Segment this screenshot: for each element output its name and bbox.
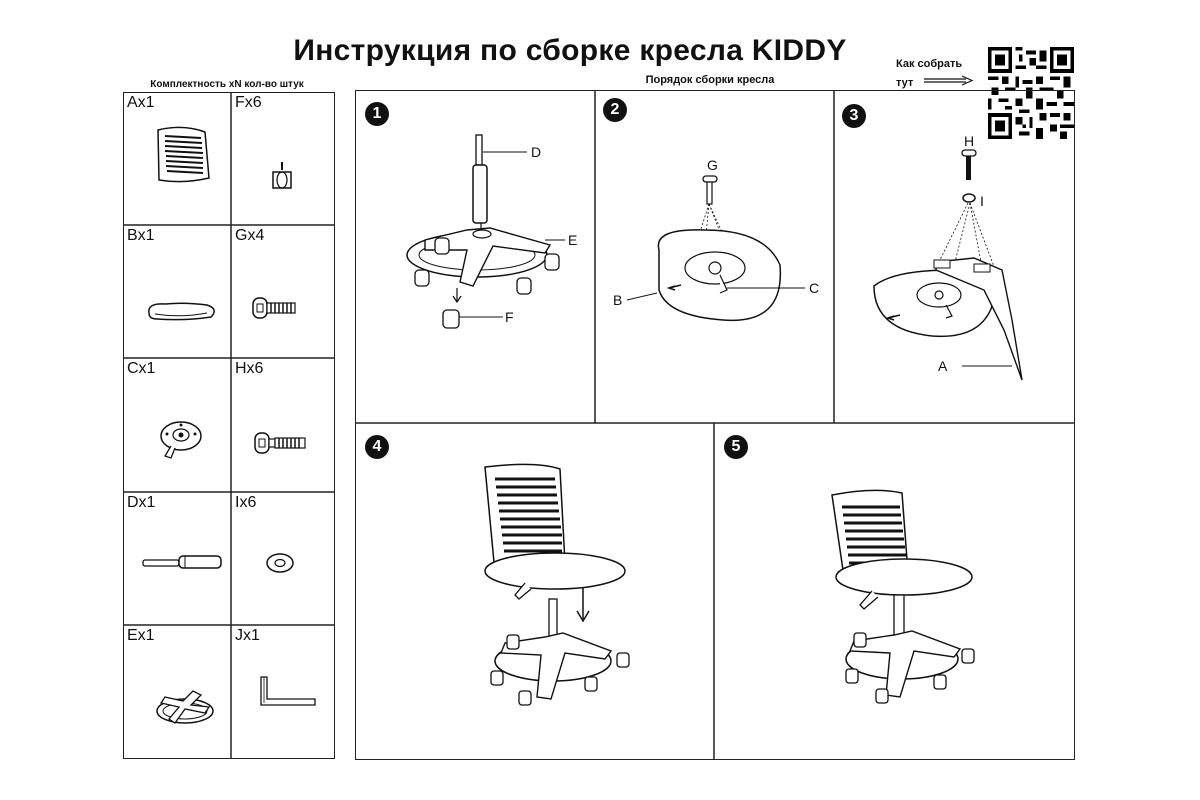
part-cell-i: Ix6 (231, 492, 335, 625)
part-label: Dx1 (127, 494, 156, 511)
part-label: Ex1 (127, 627, 155, 644)
part-cell-c: Cx1 (123, 358, 231, 492)
callout-d: D (531, 144, 541, 160)
long-bolt-icon (254, 432, 306, 454)
qr-hint-line2: тут (896, 74, 974, 93)
callout-g: G (707, 157, 718, 173)
mechanism-plate-icon (160, 421, 202, 459)
qr-code-icon[interactable] (988, 47, 1074, 139)
callout-i: I (980, 193, 984, 209)
step-5-panel: 5 (714, 423, 1075, 760)
part-label: Cx1 (127, 360, 156, 377)
step-number: 3 (842, 104, 866, 128)
part-cell-j: Jx1 (231, 625, 335, 759)
step-4-panel: 4 (355, 423, 714, 760)
part-label: Bx1 (127, 227, 155, 244)
callout-e: E (568, 232, 577, 248)
part-label: Hx6 (235, 360, 264, 377)
callout-f: F (505, 309, 514, 325)
arrow-right-icon (924, 75, 974, 86)
parts-list-caption: Комплектность xN кол-во штук (150, 79, 304, 90)
step-1-panel: 1 D E F (355, 90, 595, 423)
assembly-grid (355, 90, 1075, 760)
part-label: Fx6 (235, 94, 262, 111)
caster-icon (272, 162, 292, 189)
part-label: Ix6 (235, 494, 257, 511)
parts-grid-lines (123, 92, 335, 759)
step-2-panel: 2 G C B (595, 90, 834, 423)
step-number: 5 (724, 435, 748, 459)
step-3-illustration: H I A (873, 133, 1023, 381)
assembly-grid-lines (355, 90, 1075, 760)
step-number: 1 (365, 102, 389, 126)
hex-key-icon (260, 676, 316, 706)
qr-hint-line1: Как собрать (896, 58, 963, 70)
part-cell-f: Fx6 (231, 92, 335, 225)
page-title: Инструкция по сборке кресла KIDDY (293, 34, 847, 67)
part-cell-h: Hx6 (231, 358, 335, 492)
part-cell-b: Bx1 (123, 225, 231, 358)
parts-grid (123, 92, 335, 759)
step-number: 2 (603, 98, 627, 122)
part-cell-g: Gx4 (231, 225, 335, 358)
callout-b: B (613, 292, 622, 308)
assembly-order-caption: Порядок сборки кресла (645, 74, 775, 86)
callout-h: H (964, 133, 974, 149)
callout-a: A (938, 358, 948, 374)
callout-c: C (809, 280, 819, 296)
part-cell-e: Ex1 (123, 625, 231, 759)
washer-icon (266, 553, 294, 573)
step-5-illustration (831, 489, 975, 704)
qr-hint: Как собрать тут (896, 55, 974, 93)
gas-lift-icon (142, 555, 222, 569)
step-4-illustration (484, 463, 630, 706)
step-3-panel: 3 H I A (834, 90, 1075, 423)
step-number: 4 (365, 435, 389, 459)
seat-icon (148, 302, 215, 321)
part-cell-d: Dx1 (123, 492, 231, 625)
step-2-illustration: G C B (613, 157, 819, 322)
part-label: Gx4 (235, 227, 265, 244)
part-cell-a: Ax1 (123, 92, 231, 225)
step-1-illustration: D E F (406, 134, 577, 329)
base-icon (156, 690, 214, 724)
short-bolt-icon (252, 297, 296, 319)
part-label: Ax1 (127, 94, 155, 111)
backrest-icon (157, 126, 210, 183)
part-label: Jx1 (235, 627, 260, 644)
